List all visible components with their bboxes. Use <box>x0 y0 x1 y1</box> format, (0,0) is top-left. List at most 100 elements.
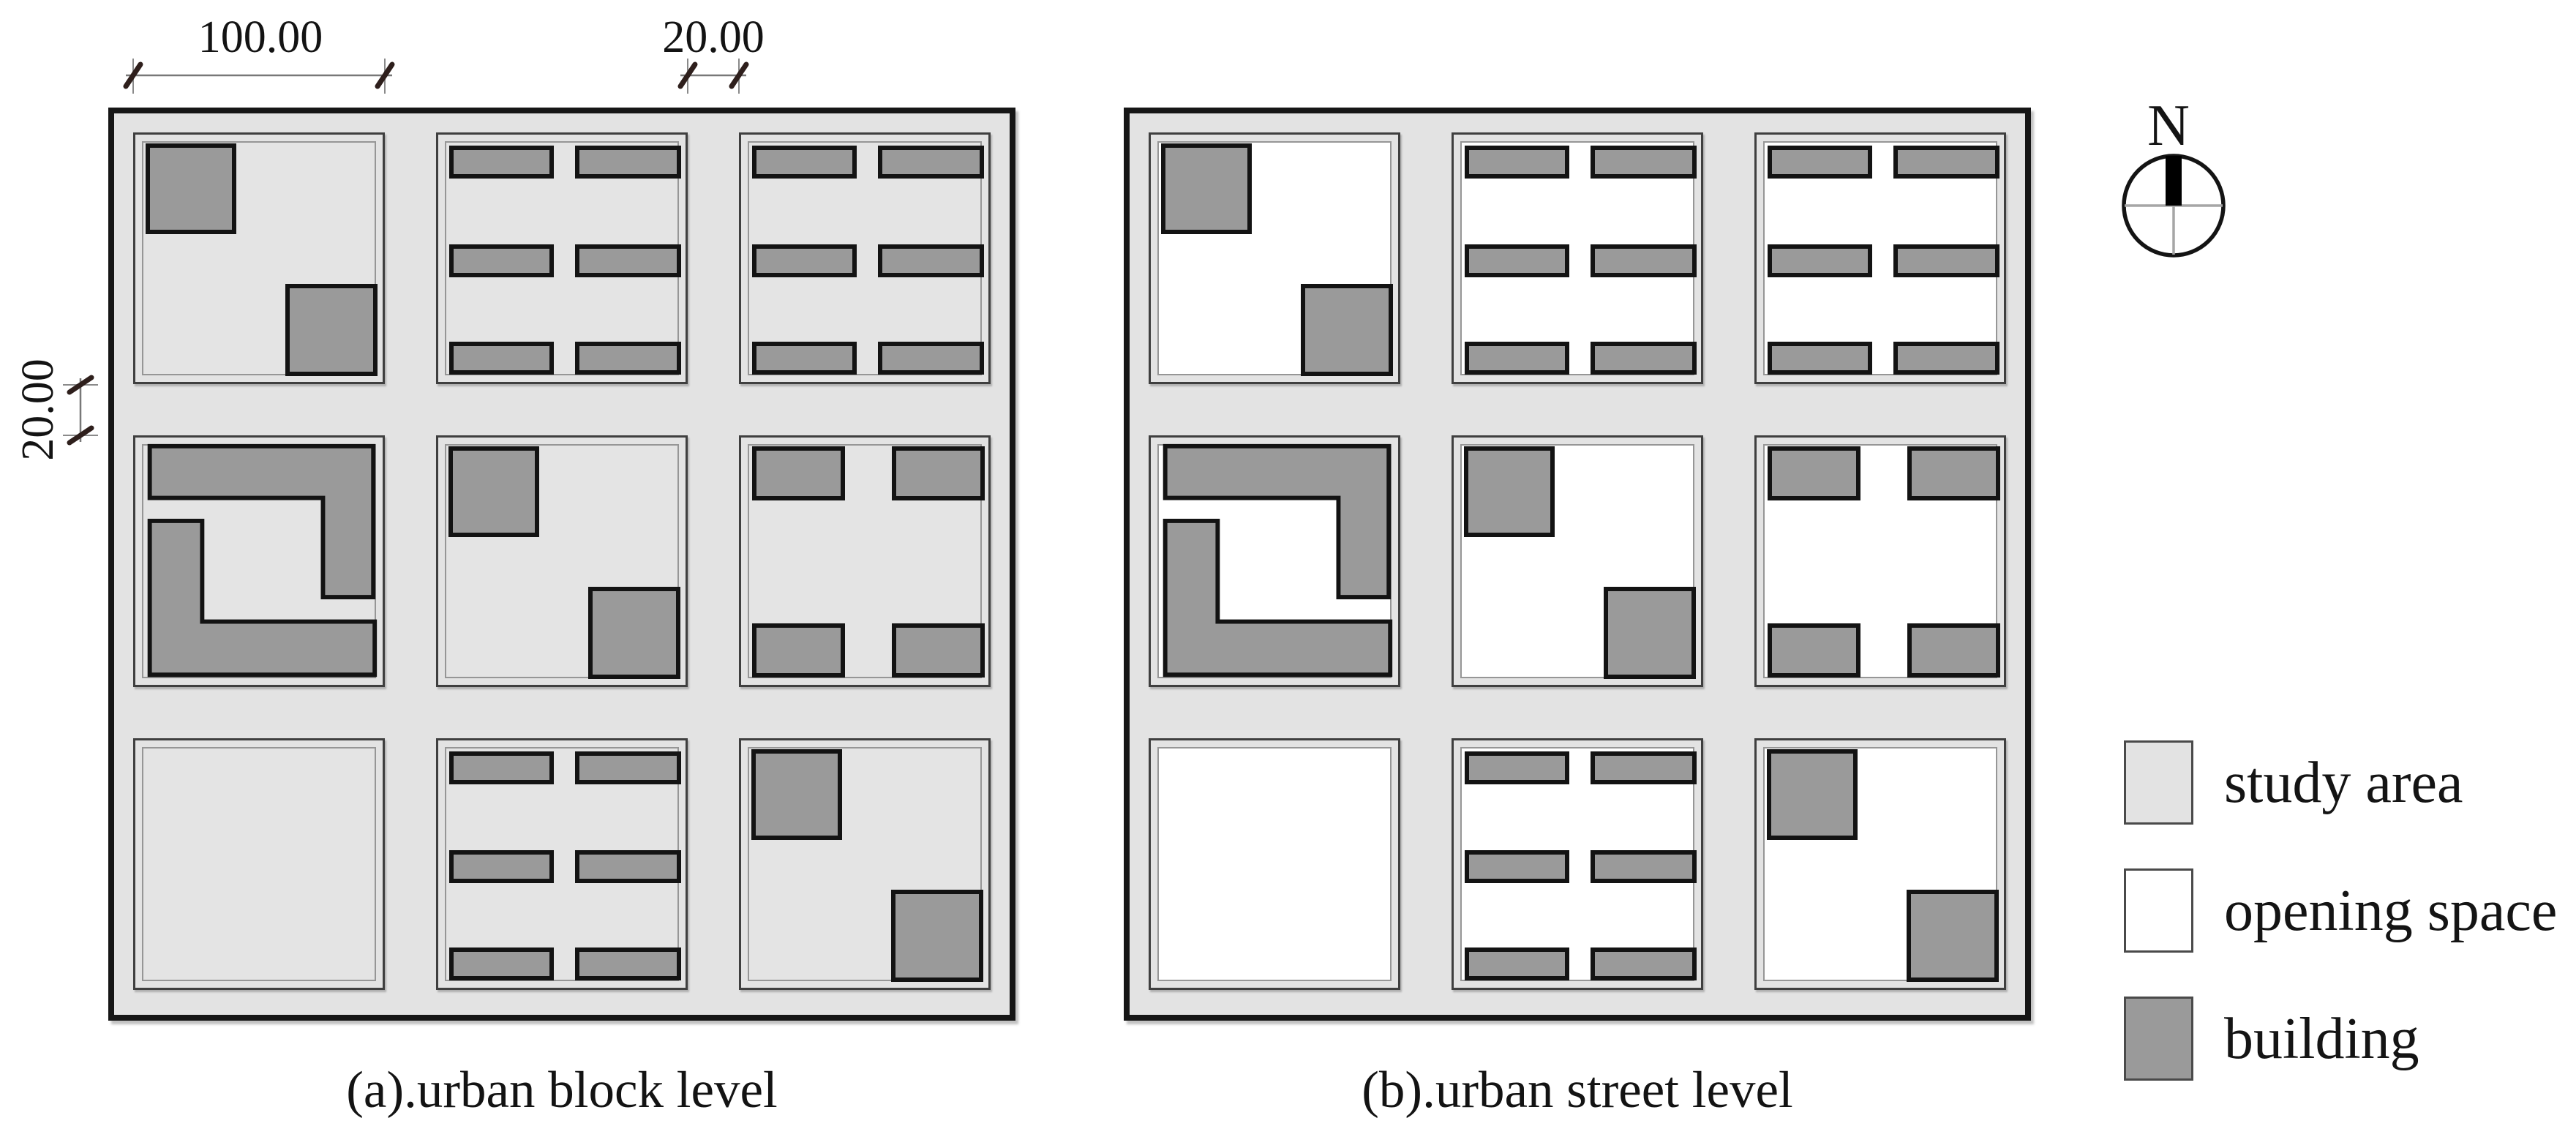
building <box>1768 446 1860 500</box>
building <box>1301 284 1393 376</box>
building <box>146 143 236 234</box>
legend-label-study-area: study area <box>2224 750 2463 815</box>
building <box>575 948 681 980</box>
legend-label-building: building <box>2224 1006 2419 1071</box>
building <box>1591 948 1697 980</box>
legend-label-opening-space: opening space <box>2224 878 2558 943</box>
panel-urban-street-level <box>1124 108 2031 1021</box>
building <box>1907 446 2000 500</box>
building <box>588 587 680 679</box>
building <box>1591 146 1697 179</box>
building <box>752 244 857 277</box>
building <box>449 244 554 277</box>
block-interior <box>142 747 376 981</box>
block-a-r3c2-six-bars <box>436 738 688 990</box>
block-b-r3c3-two-squares <box>1754 738 2006 990</box>
building <box>1591 342 1697 375</box>
building <box>285 284 378 376</box>
building <box>1768 623 1860 678</box>
building <box>575 244 681 277</box>
building <box>575 751 681 784</box>
building <box>1768 244 1872 277</box>
building <box>449 751 554 784</box>
legend-swatch-study-area <box>2124 740 2193 825</box>
block-b-r1c1-two-squares <box>1149 132 1400 384</box>
building <box>449 948 554 980</box>
block-interior <box>1157 747 1392 981</box>
building <box>878 342 984 375</box>
building <box>1907 623 2000 678</box>
building-l-shape <box>1163 519 1393 678</box>
dimension-label-block-width: 100.00 <box>198 12 323 62</box>
building <box>751 749 842 840</box>
building <box>891 890 983 982</box>
building <box>1464 446 1555 537</box>
building <box>449 850 554 883</box>
legend-item-study-area: study area <box>2124 740 2557 825</box>
building <box>1768 342 1872 375</box>
block-a-r3c1-empty <box>133 738 385 990</box>
block-a-r2c3-corner-courtyard <box>739 435 991 687</box>
building <box>752 623 845 678</box>
building <box>1465 342 1569 375</box>
building <box>575 850 681 883</box>
legend-item-opening-space: opening space <box>2124 868 2557 953</box>
building <box>892 446 985 500</box>
building <box>1161 143 1252 234</box>
block-a-r1c1-two-squares <box>133 132 385 384</box>
building <box>1907 890 1999 982</box>
building <box>878 146 984 179</box>
compass-icon <box>2122 154 2226 258</box>
building <box>1465 948 1569 980</box>
block-b-r2c3-corner-courtyard <box>1754 435 2006 687</box>
block-a-r2c2-two-squares <box>436 435 688 687</box>
building <box>448 446 539 537</box>
building <box>1591 751 1697 784</box>
caption-panel-b: (b).urban street level <box>1362 1062 1793 1119</box>
building <box>1604 587 1696 679</box>
legend-swatch-opening-space <box>2124 868 2193 953</box>
building <box>449 342 554 375</box>
building <box>1465 751 1569 784</box>
block-b-r2c1-c-shape <box>1149 435 1400 687</box>
block-b-r2c2-two-squares <box>1452 435 1703 687</box>
building <box>575 146 681 179</box>
building <box>878 244 984 277</box>
building-l-shape <box>147 443 376 600</box>
building <box>575 342 681 375</box>
block-b-r1c2-six-bars <box>1452 132 1703 384</box>
dimension-label-street-height: 20.00 <box>13 359 63 461</box>
building <box>1465 244 1569 277</box>
building <box>752 342 857 375</box>
building-l-shape <box>1163 443 1392 600</box>
block-a-r2c1-c-shape <box>133 435 385 687</box>
building <box>1465 146 1569 179</box>
caption-panel-a: (a).urban block level <box>346 1062 778 1119</box>
building <box>1893 342 1999 375</box>
block-b-r3c1-empty <box>1149 738 1400 990</box>
building <box>752 146 857 179</box>
block-b-r1c3-six-bars <box>1754 132 2006 384</box>
block-a-r1c2-six-bars <box>436 132 688 384</box>
building <box>752 446 845 500</box>
legend-item-building: building <box>2124 997 2557 1081</box>
block-b-r3c2-six-bars <box>1452 738 1703 990</box>
building <box>1767 749 1858 840</box>
building <box>1465 850 1569 883</box>
block-a-r1c3-six-bars <box>739 132 991 384</box>
north-label: N <box>2147 94 2190 158</box>
dimension-label-street-width: 20.00 <box>662 12 765 62</box>
building <box>1591 850 1697 883</box>
building <box>1893 146 1999 179</box>
building <box>1768 146 1872 179</box>
building <box>1591 244 1697 277</box>
legend: study area opening space building <box>2124 740 2557 1125</box>
block-a-r3c3-two-squares <box>739 738 991 990</box>
building <box>1893 244 1999 277</box>
legend-swatch-building <box>2124 997 2193 1081</box>
panel-urban-block-level <box>108 108 1015 1021</box>
building <box>892 623 985 678</box>
building-l-shape <box>147 519 378 678</box>
